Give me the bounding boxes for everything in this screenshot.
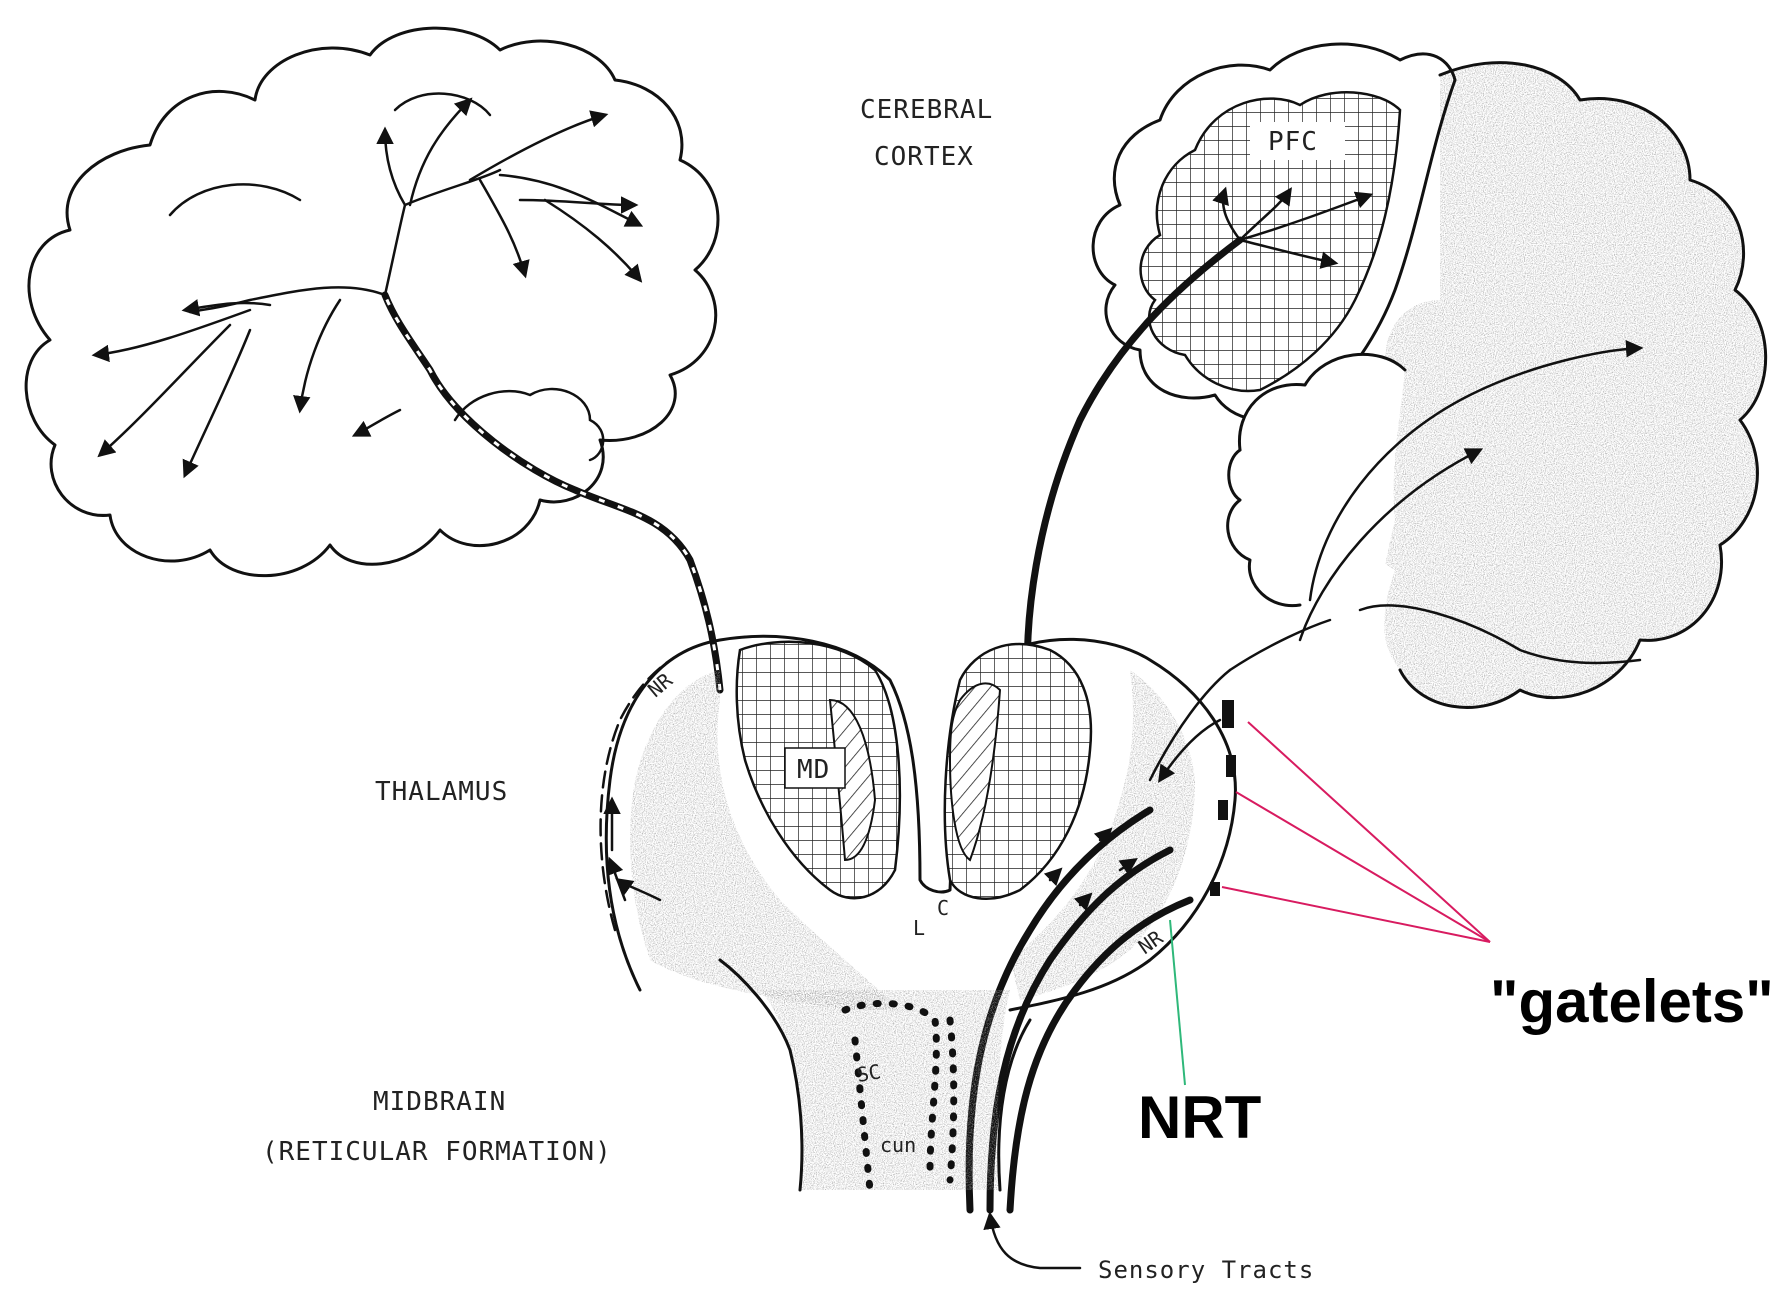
- cun-label: cun: [880, 1133, 916, 1157]
- sc-label: SC: [855, 1059, 883, 1087]
- l-label: L: [913, 916, 925, 940]
- cortex-label-line1: CEREBRAL: [860, 95, 993, 125]
- gatelets-label: "gatelets": [1490, 968, 1774, 1035]
- gatelet-callouts: [1222, 722, 1490, 942]
- diffuse-projection-tree: [95, 100, 720, 690]
- pfc-label: PFC: [1268, 127, 1318, 157]
- sensory-tracts-label: Sensory Tracts: [1098, 1256, 1314, 1284]
- cortex-label-line2: CORTEX: [874, 142, 974, 172]
- thalamus-label: THALAMUS: [375, 777, 508, 807]
- midbrain-label-line2: (RETICULAR FORMATION): [262, 1137, 612, 1167]
- thalamus: [601, 636, 1236, 1010]
- left-hemisphere: [26, 28, 718, 576]
- nrt-callout-line: [1170, 920, 1185, 1085]
- nrt-label: NRT: [1138, 1084, 1261, 1151]
- nr-left-label: NR: [643, 667, 678, 701]
- md-label: MD: [797, 755, 830, 785]
- c-label: C: [937, 896, 949, 920]
- midbrain-label-line1: MIDBRAIN: [373, 1087, 506, 1117]
- right-hemisphere: [1093, 44, 1766, 707]
